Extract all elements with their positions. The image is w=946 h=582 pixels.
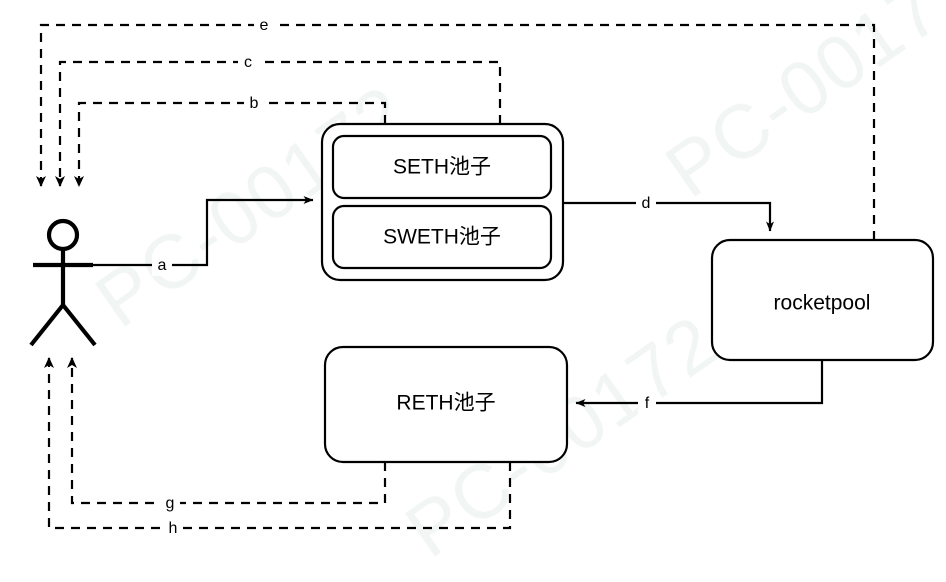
edge-g-label: g	[166, 495, 175, 512]
seth-pool-label: SETH池子	[393, 156, 491, 179]
node-reth-pool[interactable]: RETH池子	[323, 345, 569, 464]
edge-g-path	[67, 357, 387, 505]
edge-d: d	[563, 192, 774, 232]
edge-c-label-bg	[238, 51, 258, 73]
edge-h: h	[44, 357, 512, 539]
actor[interactable]	[29, 218, 97, 347]
edge-d-label: d	[642, 195, 651, 212]
edge-c-path	[55, 60, 502, 187]
seth-pool-box	[331, 134, 553, 200]
edge-f-path	[575, 360, 824, 407]
edge-b: b	[74, 92, 387, 187]
reth-pool-label: RETH池子	[396, 392, 495, 415]
edge-h-label-bg	[163, 517, 183, 539]
watermark-text-3: PC-00172	[651, 0, 946, 214]
edge-a-path	[93, 196, 314, 267]
edge-g: g	[67, 357, 387, 514]
edge-e: e	[36, 14, 876, 240]
sweth-pool-box	[331, 204, 553, 270]
edge-b-label-bg	[244, 92, 264, 114]
edge-d-path	[563, 201, 774, 232]
sweth-pool-label: SWETH池子	[383, 226, 501, 249]
edge-h-path	[44, 357, 512, 530]
edge-a-label: a	[158, 257, 167, 274]
edge-b-path	[74, 101, 387, 187]
edge-f-label: f	[645, 395, 650, 412]
edge-a-label-bg	[152, 254, 172, 276]
edge-f: f	[575, 360, 824, 414]
edge-c: c	[55, 51, 502, 187]
edge-f-label-bg	[638, 392, 656, 414]
edge-a: a	[93, 196, 314, 276]
node-rocketpool[interactable]: rocketpool	[710, 238, 935, 362]
edge-g-label-bg	[160, 492, 180, 514]
pool-group-container[interactable]: SETH池子 SWETH池子	[320, 122, 565, 282]
edge-e-label-bg	[254, 14, 274, 36]
actor-head	[46, 218, 80, 252]
node-sweth-pool[interactable]: SWETH池子	[331, 204, 553, 270]
edge-e-label: e	[260, 17, 269, 34]
rocketpool-box	[710, 238, 935, 362]
edge-e-path	[36, 23, 876, 240]
edge-h-label: h	[169, 520, 178, 537]
actor-legs	[29, 303, 97, 347]
rocketpool-label: rocketpool	[774, 292, 871, 315]
edge-c-label: c	[244, 54, 252, 71]
edge-b-label: b	[250, 95, 259, 112]
edge-d-label-bg	[636, 192, 656, 214]
reth-pool-box	[323, 345, 569, 464]
node-seth-pool[interactable]: SETH池子	[331, 134, 553, 200]
